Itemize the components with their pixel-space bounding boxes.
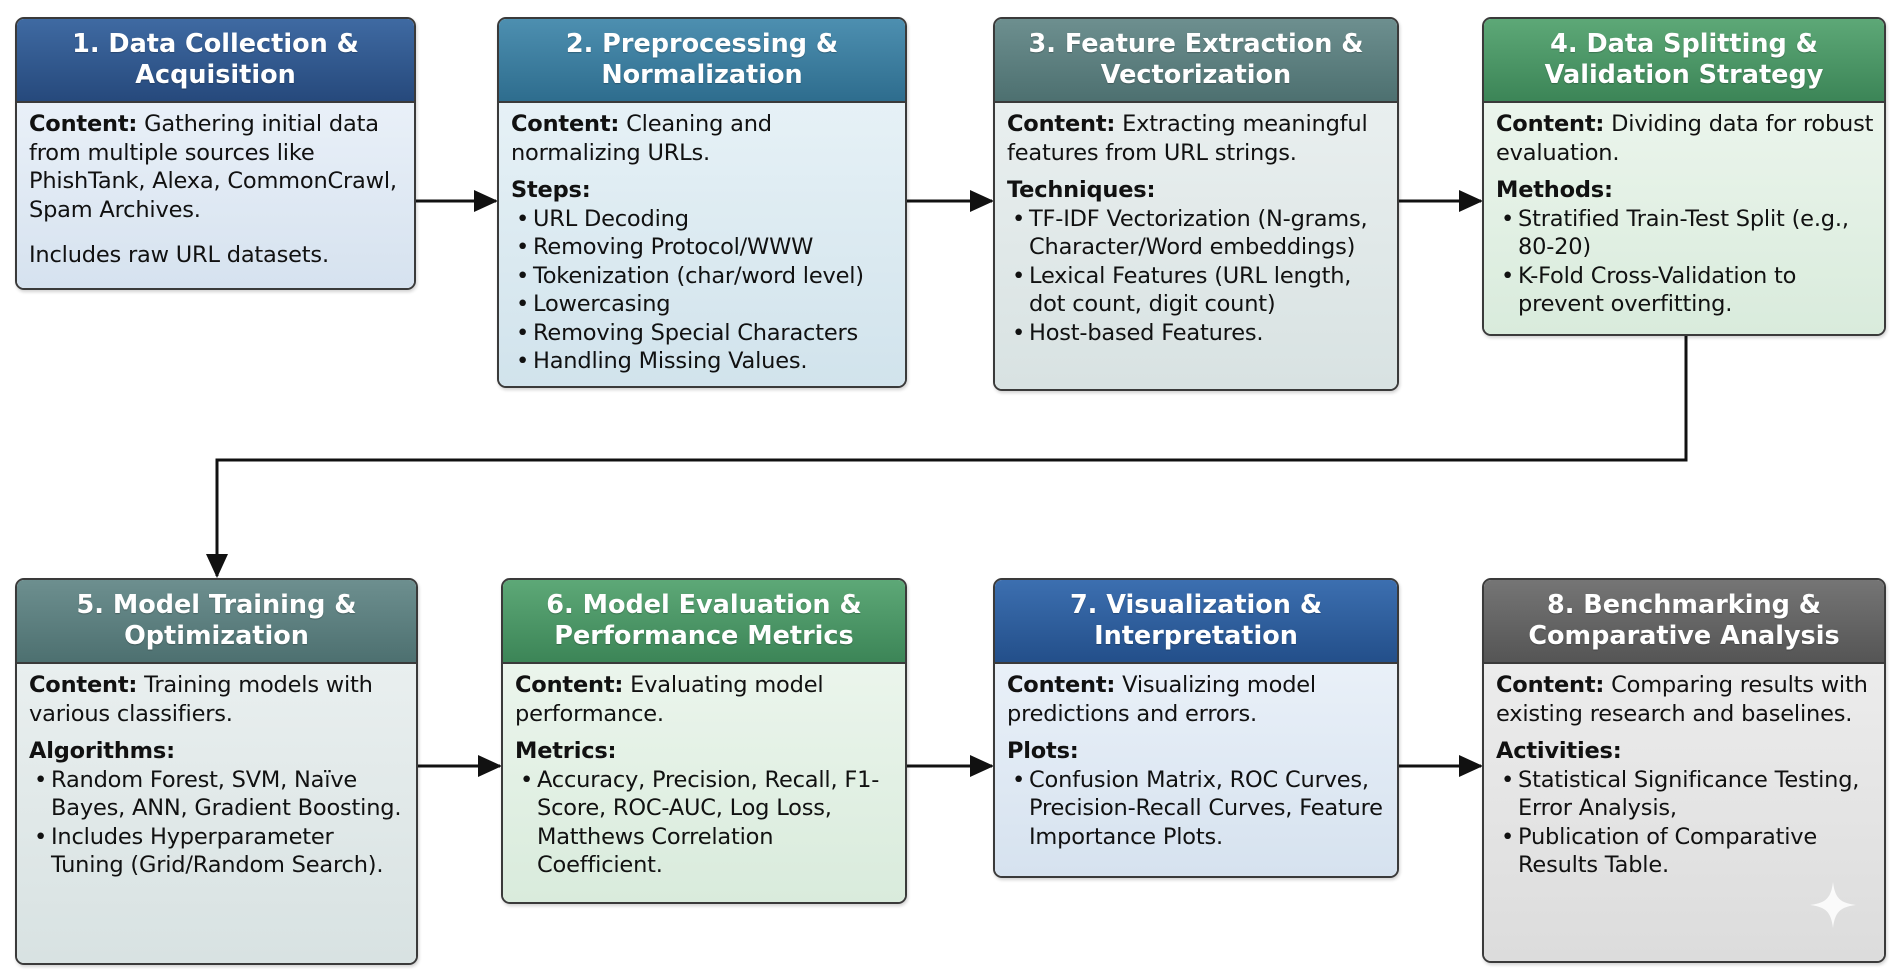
content-paragraph: Content: Visualizing model predictions a…: [1007, 671, 1387, 728]
list-item: Confusion Matrix, ROC Curves, Precision-…: [1007, 766, 1387, 852]
list-item: URL Decoding: [511, 205, 895, 234]
step-body: Content: Evaluating model performance. M…: [503, 664, 905, 902]
list-item: Lowercasing: [511, 290, 895, 319]
step-header: 2. Preprocessing & Normalization: [499, 19, 905, 103]
list-item: Removing Protocol/WWW: [511, 233, 895, 262]
step-body: Content: Extracting meaningful features …: [995, 103, 1397, 389]
content-paragraph: Content: Extracting meaningful features …: [1007, 110, 1387, 167]
content-text: Training models with various classifiers…: [29, 672, 373, 727]
content-text: Cleaning and normalizing URLs.: [511, 111, 772, 166]
step-model-evaluation: 6. Model Evaluation & Performance Metric…: [501, 578, 907, 904]
content-text: Extracting meaningful features from URL …: [1007, 111, 1368, 166]
step-title: 6. Model Evaluation & Performance Metric…: [546, 590, 862, 651]
bullet-list: Confusion Matrix, ROC Curves, Precision-…: [1007, 766, 1387, 852]
list-item: Host-based Features.: [1007, 319, 1387, 348]
content-text: Gathering initial data from multiple sou…: [29, 111, 397, 223]
step-preprocessing: 2. Preprocessing & Normalization Content…: [497, 17, 907, 388]
list-item: TF-IDF Vectorization (N-grams, Character…: [1007, 205, 1387, 262]
step-body: Content: Comparing results with existing…: [1484, 664, 1884, 961]
step-body: Content: Visualizing model predictions a…: [995, 664, 1397, 876]
content-paragraph: Content: Gathering initial data from mul…: [29, 110, 404, 224]
step-header: 8. Benchmarking & Comparative Analysis: [1484, 580, 1884, 664]
content-label: Content:: [511, 111, 620, 137]
list-item: Stratified Train-Test Split (e.g., 80-20…: [1496, 205, 1874, 262]
list-item: Accuracy, Precision, Recall, F1-Score, R…: [515, 766, 895, 880]
step-title: 4. Data Splitting & Validation Strategy: [1544, 29, 1824, 90]
section-label: Plots:: [1007, 738, 1079, 764]
step-header: 3. Feature Extraction & Vectorization: [995, 19, 1397, 103]
step-body: Content: Training models with various cl…: [17, 664, 416, 963]
section-label: Algorithms:: [29, 738, 175, 764]
section-label: Methods:: [1496, 177, 1613, 203]
bullet-list: Stratified Train-Test Split (e.g., 80-20…: [1496, 205, 1874, 319]
section-label: Metrics:: [515, 738, 617, 764]
content-text: Evaluating model performance.: [515, 672, 824, 727]
content-text: Comparing results with existing research…: [1496, 672, 1868, 727]
content-paragraph: Content: Dividing data for robust evalua…: [1496, 110, 1874, 167]
step-header: 4. Data Splitting & Validation Strategy: [1484, 19, 1884, 103]
content-label: Content:: [1496, 111, 1605, 137]
content-paragraph: Content: Comparing results with existing…: [1496, 671, 1874, 728]
list-item: Tokenization (char/word level): [511, 262, 895, 291]
list-item: Statistical Significance Testing, Error …: [1496, 766, 1874, 823]
content-paragraph: Content: Evaluating model performance.: [515, 671, 895, 728]
list-item: Removing Special Characters: [511, 319, 895, 348]
step-title: 2. Preprocessing & Normalization: [565, 29, 839, 90]
content-text: Dividing data for robust evaluation.: [1496, 111, 1874, 166]
bullet-list: TF-IDF Vectorization (N-grams, Character…: [1007, 205, 1387, 348]
step-title: 8. Benchmarking & Comparative Analysis: [1528, 590, 1840, 651]
content-label: Content:: [1007, 672, 1116, 698]
content-paragraph: Content: Cleaning and normalizing URLs.: [511, 110, 895, 167]
list-item: Random Forest, SVM, Naïve Bayes, ANN, Gr…: [29, 766, 406, 823]
sparkle-icon: [1810, 882, 1856, 928]
content-label: Content:: [515, 672, 624, 698]
step-title: 7. Visualization & Interpretation: [1069, 590, 1323, 651]
list-item: Includes Hyperparameter Tuning (Grid/Ran…: [29, 823, 406, 880]
section-label: Techniques:: [1007, 177, 1156, 203]
step-title: 5. Model Training & Optimization: [76, 590, 357, 651]
step-title: 3. Feature Extraction & Vectorization: [1028, 29, 1364, 90]
step-header: 7. Visualization & Interpretation: [995, 580, 1397, 664]
note-text: Includes raw URL datasets.: [29, 242, 329, 268]
list-item: Publication of Comparative Results Table…: [1496, 823, 1874, 880]
section-label: Activities:: [1496, 738, 1622, 764]
list-item: Lexical Features (URL length, dot count,…: [1007, 262, 1387, 319]
arrow-down-icon: [206, 336, 1688, 578]
list-item: K-Fold Cross-Validation to prevent overf…: [1496, 262, 1874, 319]
step-benchmarking: 8. Benchmarking & Comparative Analysis C…: [1482, 578, 1886, 963]
step-data-splitting: 4. Data Splitting & Validation Strategy …: [1482, 17, 1886, 336]
content-label: Content:: [1007, 111, 1116, 137]
step-header: 6. Model Evaluation & Performance Metric…: [503, 580, 905, 664]
step-body: Content: Gathering initial data from mul…: [17, 103, 414, 288]
section-label: Steps:: [511, 177, 591, 203]
bullet-list: Random Forest, SVM, Naïve Bayes, ANN, Gr…: [29, 766, 406, 880]
content-label: Content:: [29, 111, 138, 137]
content-label: Content:: [1496, 672, 1605, 698]
step-model-training: 5. Model Training & Optimization Content…: [15, 578, 418, 965]
list-item: Handling Missing Values.: [511, 347, 895, 376]
step-body: Content: Cleaning and normalizing URLs. …: [499, 103, 905, 386]
step-feature-extraction: 3. Feature Extraction & Vectorization Co…: [993, 17, 1399, 391]
content-text: Visualizing model predictions and errors…: [1007, 672, 1316, 727]
content-paragraph: Content: Training models with various cl…: [29, 671, 406, 728]
step-data-collection: 1. Data Collection & Acquisition Content…: [15, 17, 416, 290]
bullet-list: URL Decoding Removing Protocol/WWW Token…: [511, 205, 895, 376]
step-visualization: 7. Visualization & Interpretation Conten…: [993, 578, 1399, 878]
bullet-list: Accuracy, Precision, Recall, F1-Score, R…: [515, 766, 895, 880]
step-header: 5. Model Training & Optimization: [17, 580, 416, 664]
step-title: 1. Data Collection & Acquisition: [72, 29, 359, 90]
content-label: Content:: [29, 672, 138, 698]
step-header: 1. Data Collection & Acquisition: [17, 19, 414, 103]
bullet-list: Statistical Significance Testing, Error …: [1496, 766, 1874, 880]
step-body: Content: Dividing data for robust evalua…: [1484, 103, 1884, 334]
